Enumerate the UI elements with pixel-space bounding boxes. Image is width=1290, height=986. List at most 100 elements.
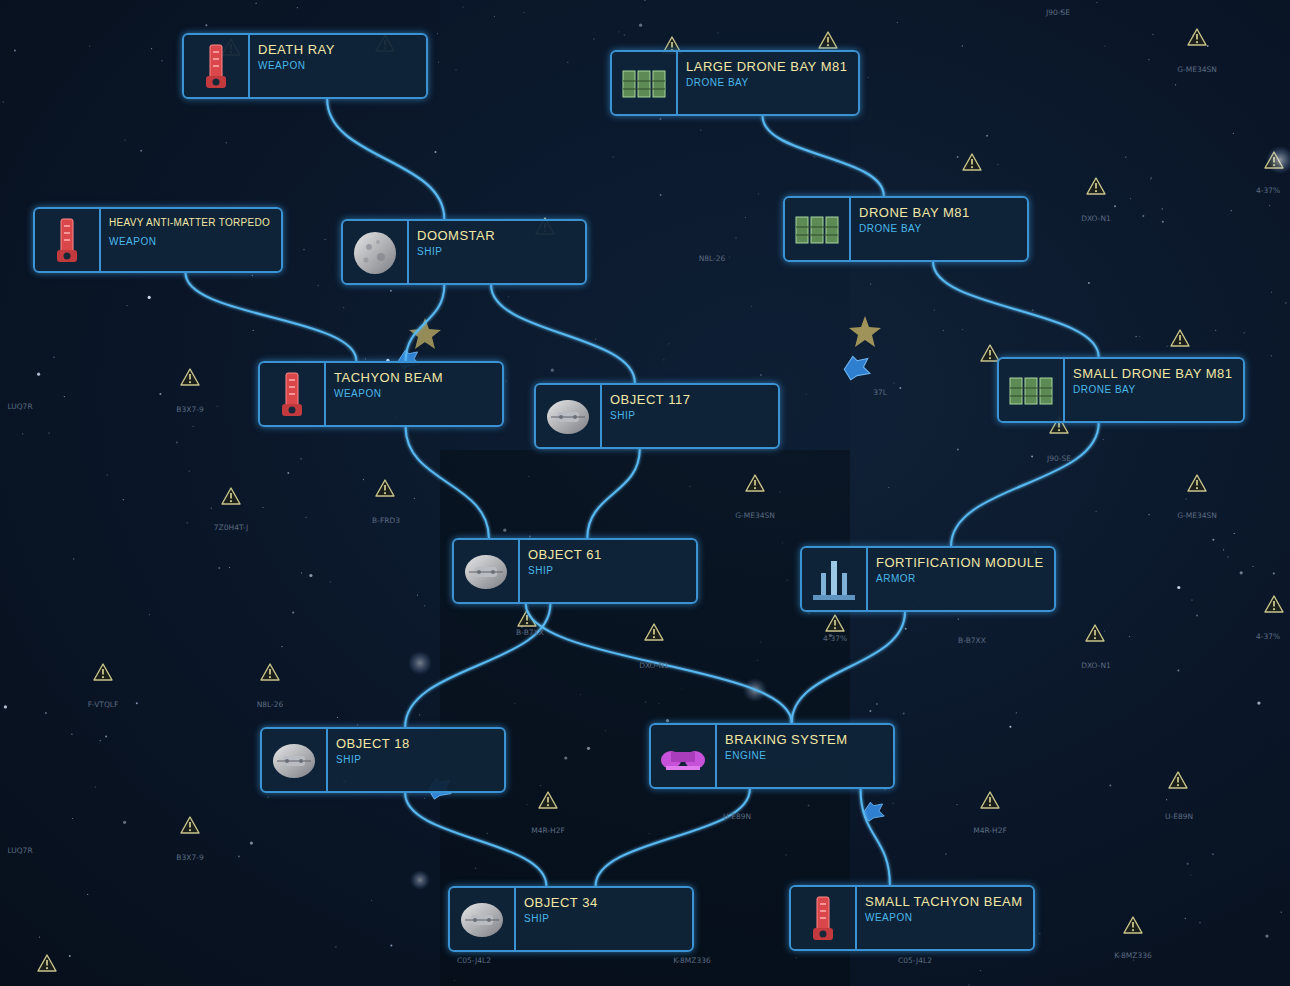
star [1167,346,1168,347]
node-category: DRONE BAY [1073,383,1233,396]
node-title: SMALL DRONE BAY M81 [1073,365,1233,383]
node-category: WEAPON [865,911,1023,924]
star [868,77,869,78]
star [1185,918,1186,919]
node-text: BRAKING SYSTEMENGINE [725,725,856,762]
tech-link [186,273,357,361]
star [1109,784,1111,786]
star [997,164,998,165]
item-icon [191,42,241,92]
node-title: OBJECT 34 [524,894,598,912]
star [417,595,418,596]
star [1096,511,1097,512]
star [1273,572,1275,574]
star [869,710,871,712]
star [1031,456,1033,458]
star [1227,556,1228,557]
star [1136,336,1137,337]
tech-node: OBJECT 34SHIP [448,886,694,952]
star [435,151,437,153]
star [986,135,988,137]
star [69,955,71,957]
star [390,290,392,292]
star [1039,933,1040,934]
star [1177,670,1179,672]
star [217,406,218,407]
star [1212,853,1214,855]
star [301,572,302,573]
system-label: B-B7XX [958,636,986,645]
star [73,558,74,559]
star [262,507,263,508]
star [876,703,878,705]
system-label: B-B7XX [516,628,544,637]
system-label: M4R-H2F [531,826,565,835]
system-label: J90-SE [1046,8,1070,17]
star [105,736,107,738]
star [1271,355,1272,356]
system-label: C05-J4L2 [457,956,491,965]
tech-node: DOOMSTARSHIP [341,219,587,285]
node-category: SHIP [610,409,690,422]
node-text: OBJECT 18SHIP [336,729,418,766]
item-icon [809,555,859,605]
star [252,275,253,276]
system-label: K-8MZ336 [1114,951,1152,960]
node-title: HEAVY ANTI-MATTER TORPEDO [109,215,270,231]
star [905,628,907,630]
node-category: SHIP [417,245,495,258]
node-category: WEAPON [109,235,270,248]
star [1269,205,1270,206]
star [325,239,326,240]
star [1244,332,1245,333]
tech-node: SMALL DRONE BAY M81DRONE BAY [997,357,1245,423]
star [365,358,366,359]
node-title: LARGE DRONE BAY M81 [686,58,847,76]
star [187,522,188,523]
node-category: ARMOR [876,572,1044,585]
item-icon [461,547,511,597]
star [943,330,944,331]
tech-node: OBJECT 61SHIP [452,538,698,604]
star [193,426,194,427]
system-label: DXO-N1 [1081,214,1111,223]
icon-panel [651,725,717,787]
system-label: DXO-N1 [639,661,669,670]
star [176,442,178,444]
tech-node: FORTIFICATION MODULEARMOR [800,546,1056,612]
system-label: J90-SE [1047,454,1071,463]
tech-node: BRAKING SYSTEMENGINE [649,723,895,789]
star [318,285,319,286]
system-label: G-ME34SN [735,511,775,520]
tech-link [491,285,635,383]
star [123,499,124,500]
system-label: B-FRD3 [372,516,400,525]
item-icon [798,894,848,944]
star [127,305,128,306]
node-title: BRAKING SYSTEM [725,731,848,749]
system-label: F-VTQLF [88,700,119,709]
system-label: B3X7-9 [176,405,203,414]
star [281,646,282,647]
star [934,309,935,310]
icon-panel [260,363,326,425]
star [957,449,959,451]
node-title: OBJECT 61 [528,546,602,564]
star [226,142,227,143]
star [205,24,207,26]
star [1231,210,1232,211]
star [89,45,90,46]
star [1104,45,1105,46]
star [1088,282,1090,284]
star [159,393,161,395]
star [1285,302,1286,303]
star [72,818,73,819]
star [888,487,889,488]
icon-panel [450,888,516,950]
star [148,296,151,299]
star [287,472,289,474]
star [1207,45,1209,47]
star [189,470,190,471]
icon-panel [999,359,1065,421]
